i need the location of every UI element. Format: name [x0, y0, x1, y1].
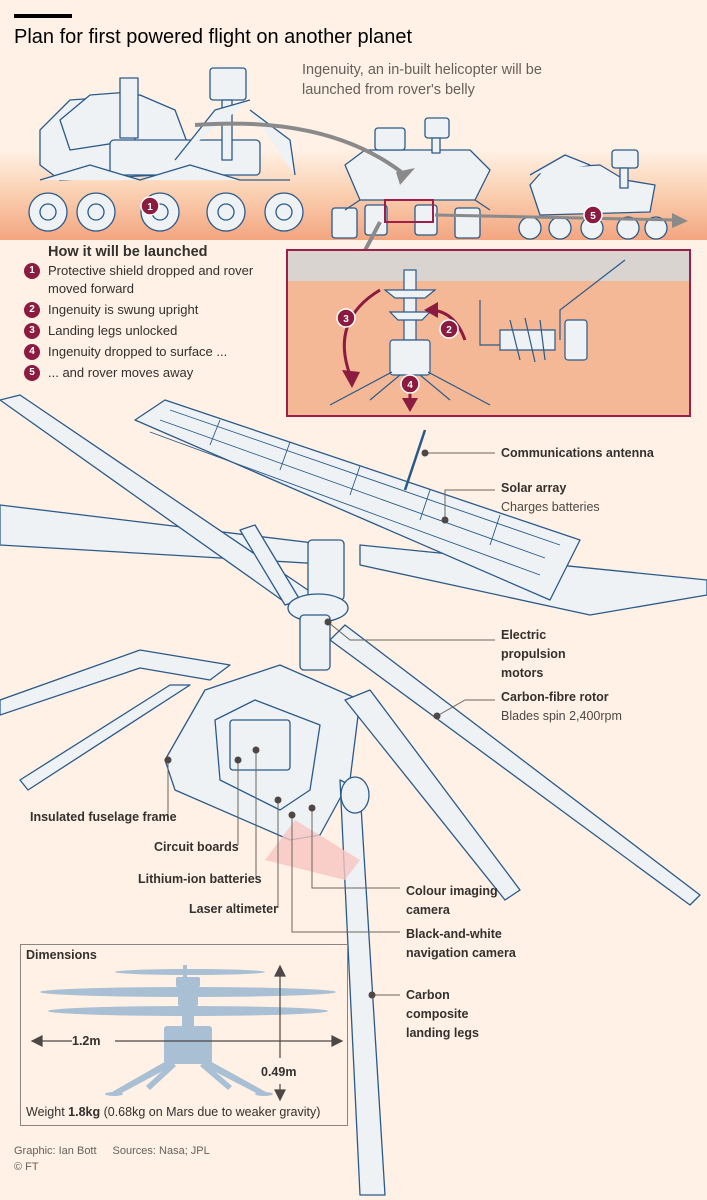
step-badge: 2 — [24, 302, 40, 318]
launch-step-4: 4 Ingenuity dropped to surface ... — [24, 343, 284, 361]
svg-text:4: 4 — [407, 380, 413, 391]
launch-heading: How it will be launched — [48, 244, 208, 260]
label-communications-antenna: Communications antenna — [501, 446, 654, 460]
credit-copyright: © FT — [14, 1161, 39, 1173]
svg-text:1: 1 — [147, 202, 153, 213]
step-text: Ingenuity is swung upright — [48, 302, 199, 317]
rover-2 — [331, 117, 491, 239]
svg-text:5: 5 — [590, 211, 596, 222]
dimension-height-label: 0.49m — [261, 1065, 297, 1079]
dimension-width-label: 1.2m — [72, 1034, 101, 1048]
launch-step-3: 3 Landing legs unlocked — [24, 322, 284, 340]
step-text: Ingenuity dropped to surface ... — [48, 344, 228, 359]
launch-steps-list: 1 Protective shield dropped and rover mo… — [24, 262, 284, 385]
step-badge: 1 — [24, 263, 40, 279]
credit-sources: Sources: Nasa; JPL — [112, 1145, 210, 1157]
rover-3 — [518, 149, 668, 240]
svg-text:2: 2 — [446, 325, 452, 336]
page-title: Plan for first powered flight on another… — [14, 26, 413, 48]
credits-line: Graphic: Ian Bott Sources: Nasa; JPL — [14, 1145, 226, 1157]
label-carbon-landing-legs: Carbon composite landing legs — [406, 988, 479, 1040]
label-carbon-fibre-rotor: Carbon-fibre rotor Blades spin 2,400rpm — [501, 690, 622, 723]
header-rule — [14, 14, 72, 18]
label-lithium-ion-batteries: Lithium-ion batteries — [138, 872, 262, 886]
deployment-inset-drawing: 3 2 4 — [288, 251, 689, 412]
launch-step-2: 2 Ingenuity is swung upright — [24, 301, 284, 319]
label-insulated-fuselage-frame: Insulated fuselage frame — [30, 810, 177, 824]
dimensions-box — [20, 944, 348, 1126]
label-colour-imaging-camera: Colour imaging camera — [406, 884, 498, 917]
credit-graphic: Graphic: Ian Bott — [14, 1145, 97, 1157]
step-badge: 4 — [24, 344, 40, 360]
rover-1 — [28, 67, 304, 232]
svg-text:3: 3 — [343, 314, 349, 325]
dimensions-heading: Dimensions — [26, 948, 97, 962]
rover-illustration: 1 5 — [28, 67, 688, 250]
page-subtitle: Ingenuity, an in-built helicopter will b… — [302, 62, 542, 98]
weight-note: Weight 1.8kg (0.68kg on Mars due to weak… — [26, 1105, 321, 1119]
step-badge: 5 — [24, 365, 40, 381]
launch-step-5: 5 ... and rover moves away — [24, 364, 284, 382]
step-text: Landing legs unlocked — [48, 323, 178, 338]
label-laser-altimeter: Laser altimeter — [189, 902, 278, 916]
step-text: Protective shield dropped and rover move… — [48, 263, 254, 296]
launch-step-1: 1 Protective shield dropped and rover mo… — [24, 262, 284, 298]
step-text: ... and rover moves away — [48, 365, 194, 380]
label-navigation-camera: Black-and-white navigation camera — [406, 927, 516, 960]
label-solar-array: Solar array Charges batteries — [501, 481, 600, 514]
label-electric-propulsion-motors: Electric propulsion motors — [501, 628, 566, 680]
step-badge: 3 — [24, 323, 40, 339]
label-circuit-boards: Circuit boards — [154, 840, 239, 854]
